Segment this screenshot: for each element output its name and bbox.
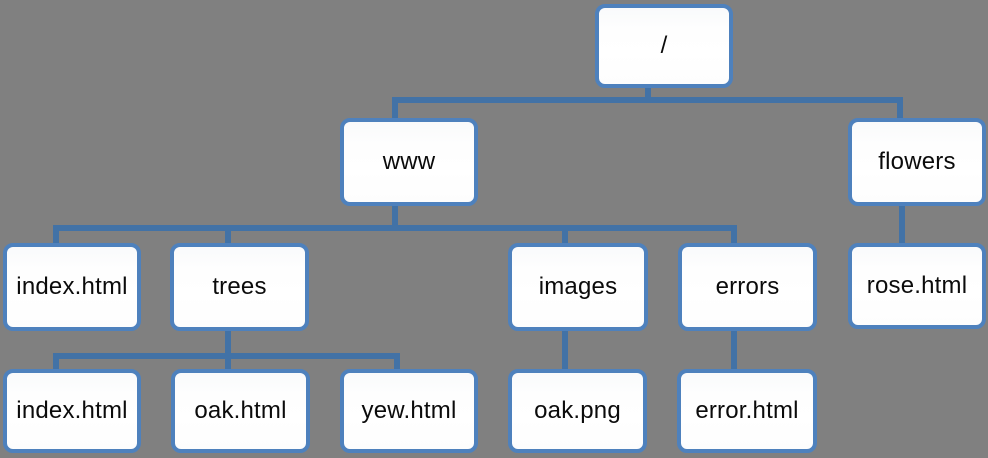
node-trees: trees [170,243,309,331]
node-errors: errors [678,243,817,331]
connector-drop-images [562,231,568,243]
connector-drop-index1 [53,228,59,243]
connector-level2-bar [53,225,737,231]
node-yew-html: yew.html [340,369,478,453]
node-rose-html: rose.html [848,243,986,329]
connector-www-stub [392,206,398,228]
connector-drop-yew [394,356,400,369]
connector-drop-trees [225,231,231,243]
node-www-index-html: index.html [3,243,141,331]
node-images: images [508,243,648,331]
connector-images-oakpng [562,331,568,369]
connector-drop-errors [731,228,737,243]
node-error-html: error.html [677,369,817,453]
connector-flowers-rose [899,206,905,243]
node-oak-html: oak.html [171,369,310,453]
connector-root-stub [645,88,651,100]
connector-drop-flowers [897,100,903,118]
node-root: / [595,4,733,88]
connector-level1-bar [392,97,903,103]
node-trees-index-html: index.html [3,369,141,453]
connector-level3-bar [53,353,400,359]
node-oak-png: oak.png [508,369,647,453]
node-flowers: flowers [848,118,986,206]
connector-errors-errorhtml [731,331,737,369]
node-www: www [340,118,478,206]
connector-trees-stub [225,331,231,369]
connector-drop-index2 [53,356,59,369]
connector-drop-www [392,100,398,118]
